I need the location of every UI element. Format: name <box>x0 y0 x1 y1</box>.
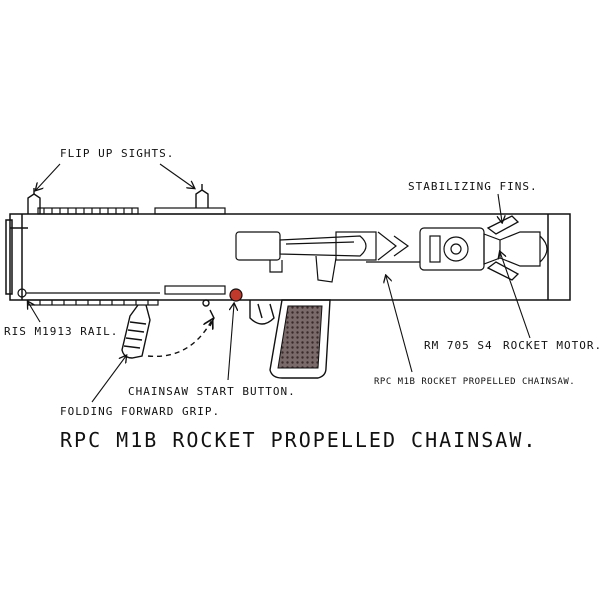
chainsaw-start-button <box>229 288 243 302</box>
chainsaw-projectile <box>235 231 420 283</box>
rocket-motor-model-label: RM 705 S4 <box>424 339 493 352</box>
rail-teeth <box>43 208 133 214</box>
chainsaw-engine <box>235 231 281 261</box>
grip-knurling <box>277 305 323 369</box>
trigger-guard <box>249 300 275 325</box>
ris-rail-label: RIS M1913 RAIL. <box>4 325 119 338</box>
leader-start-button <box>227 304 234 381</box>
pistol-grip <box>269 299 331 379</box>
tube-body <box>9 213 571 301</box>
launcher-tube <box>5 213 571 301</box>
leader-fins <box>498 193 502 222</box>
flip-up-sights-label: FLIP UP SIGHTS. <box>60 147 175 160</box>
leader-forward-grip <box>91 356 126 403</box>
rocket-motor <box>419 227 548 271</box>
chainsaw-start-button-label: CHAINSAW START BUTTON. <box>128 385 296 398</box>
leader-rocket-motor <box>500 252 531 339</box>
trigger-assembly <box>249 299 331 379</box>
leader-front-sight <box>159 163 194 188</box>
chainsaw-handle <box>269 260 283 273</box>
leader-rear-sight <box>36 163 61 190</box>
rocket-motor-label: ROCKET MOTOR. <box>503 339 600 352</box>
rpc-caption-label: RPC M1B ROCKET PROPELLED CHAINSAW. <box>374 377 576 387</box>
diagram-title: RPC M1B ROCKET PROPELLED CHAINSAW. <box>60 428 538 452</box>
leader-ris-rail <box>28 302 41 323</box>
front-flip-up-sight <box>195 184 209 208</box>
leader-lines <box>28 163 531 403</box>
stabilizing-fins <box>486 215 520 281</box>
folding-forward-grip <box>121 299 215 359</box>
rocket-nozzle <box>499 231 541 267</box>
chainsaw-housing <box>335 231 377 261</box>
chainsaw-bar <box>279 235 367 257</box>
stabilizing-fins-label: STABILIZING FINS. <box>408 180 538 193</box>
folding-forward-grip-label: FOLDING FORWARD GRIP. <box>60 405 221 418</box>
ris-m1913-rail <box>17 285 226 306</box>
chainsaw-grip <box>315 255 337 283</box>
leader-chainsaw <box>386 276 413 373</box>
rear-flip-up-sight <box>27 188 41 214</box>
top-rail <box>37 207 226 215</box>
